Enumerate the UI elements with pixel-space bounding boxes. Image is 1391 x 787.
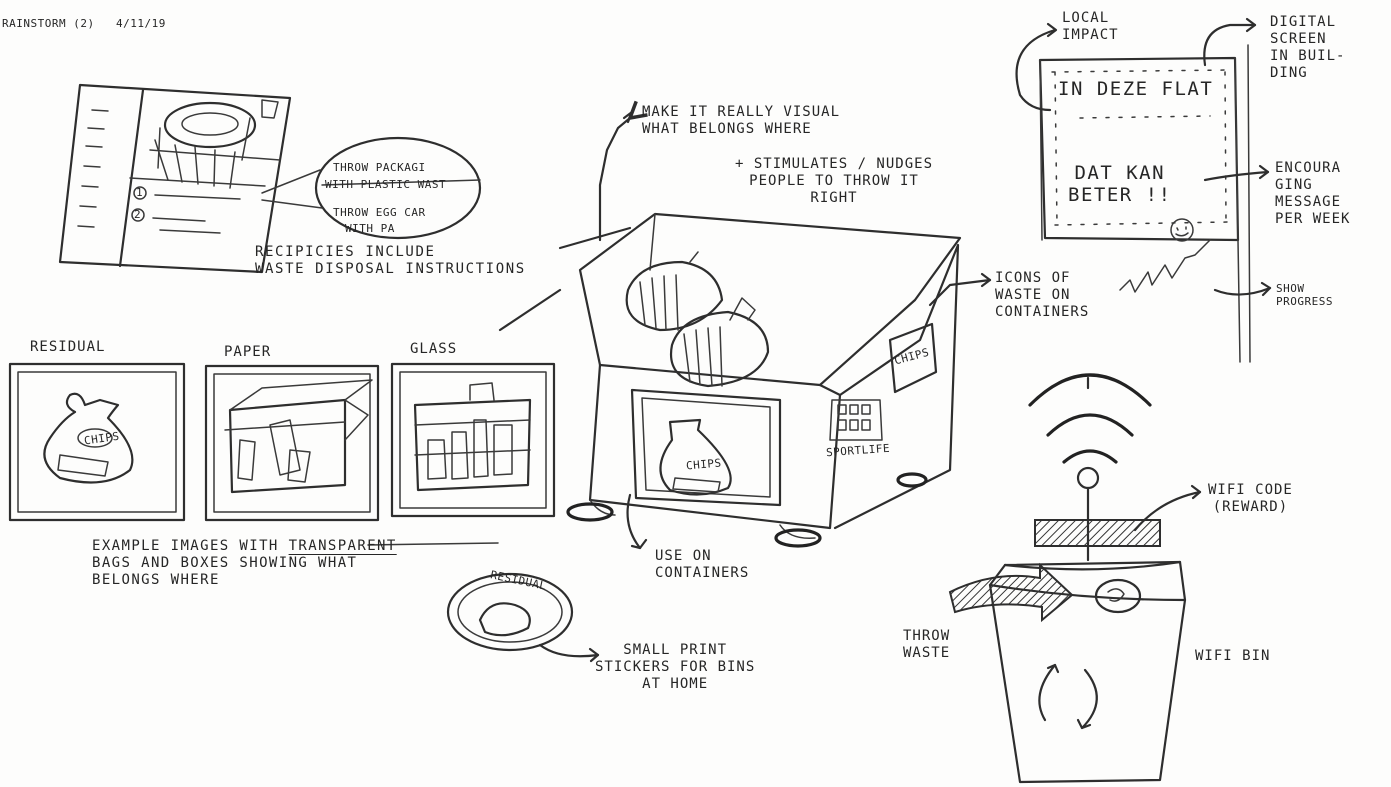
residual-label: RESIDUAL <box>30 339 105 356</box>
examples-caption-underlined: TRANSPARENT <box>289 538 397 554</box>
sheet-title-text: RAINSTORM (2) <box>2 17 95 30</box>
wifi-bin-label: WIFI BIN <box>1195 648 1270 665</box>
encourage-note: ENCOURA GING MESSAGE PER WEEK <box>1275 160 1350 228</box>
sticker-note: SMALL PRINT STICKERS FOR BINS AT HOME <box>595 642 755 693</box>
screen-line-1: IN DEZE FLAT <box>1058 78 1213 100</box>
wifi-code-note: WIFI CODE (REWARD) <box>1208 482 1293 516</box>
examples-caption-post: BAGS AND BOXES SHOWING WHAT BELONGS WHER… <box>92 555 357 588</box>
visual-note-arrow <box>600 118 630 240</box>
nudge-note: + STIMULATES / NUDGES PEOPLE TO THROW IT… <box>735 156 933 207</box>
progress-note: SHOW PROGRESS <box>1276 282 1333 308</box>
throw-waste-note: THROW WASTE <box>903 628 950 662</box>
paper-label: PAPER <box>224 344 271 361</box>
examples-caption-pre: EXAMPLE IMAGES WITH <box>92 538 289 554</box>
bubble-line-4: WITH PA <box>345 222 395 235</box>
bubble-line-2: WITH PLASTIC WAST <box>325 178 446 191</box>
progress-arrow <box>1215 288 1270 295</box>
recipe-caption: RECIPICIES INCLUDE WASTE DISPOSAL INSTRU… <box>255 244 526 278</box>
icons-note: ICONS OF WASTE ON CONTAINERS <box>995 270 1089 321</box>
use-on-containers-note: USE ON CONTAINERS <box>655 548 749 582</box>
recipe-step-1: 1 <box>136 186 143 199</box>
squiggle-line <box>1120 240 1210 292</box>
digital-screen-note: DIGITAL SCREEN IN BUIL- DING <box>1270 14 1345 82</box>
sheet-date: 4/11/19 <box>116 17 166 30</box>
glass-label: GLASS <box>410 341 457 358</box>
screen-line-2: DAT KAN BETER !! <box>1068 162 1172 206</box>
bubble-line-1: THROW PACKAGI <box>333 161 426 174</box>
glass-card <box>392 364 554 516</box>
sticker-arrow <box>540 645 598 656</box>
local-impact-note: LOCAL IMPACT <box>1062 10 1119 44</box>
examples-caption: EXAMPLE IMAGES WITH TRANSPARENT BAGS AND… <box>92 538 397 589</box>
recipe-step-2: 2 <box>134 208 141 221</box>
sheet-title: RAINSTORM (2) 4/11/19 <box>2 4 166 30</box>
paper-card <box>206 366 378 520</box>
visual-note: MAKE IT REALLY VISUAL WHAT BELONGS WHERE <box>642 104 840 138</box>
waste-container-sketch <box>568 214 960 546</box>
local-impact-arrow <box>1017 30 1055 110</box>
bubble-line-3: THROW EGG CAR <box>333 206 426 219</box>
use-on-containers-arrow <box>628 495 640 548</box>
wifi-bin-sketch <box>950 375 1185 782</box>
